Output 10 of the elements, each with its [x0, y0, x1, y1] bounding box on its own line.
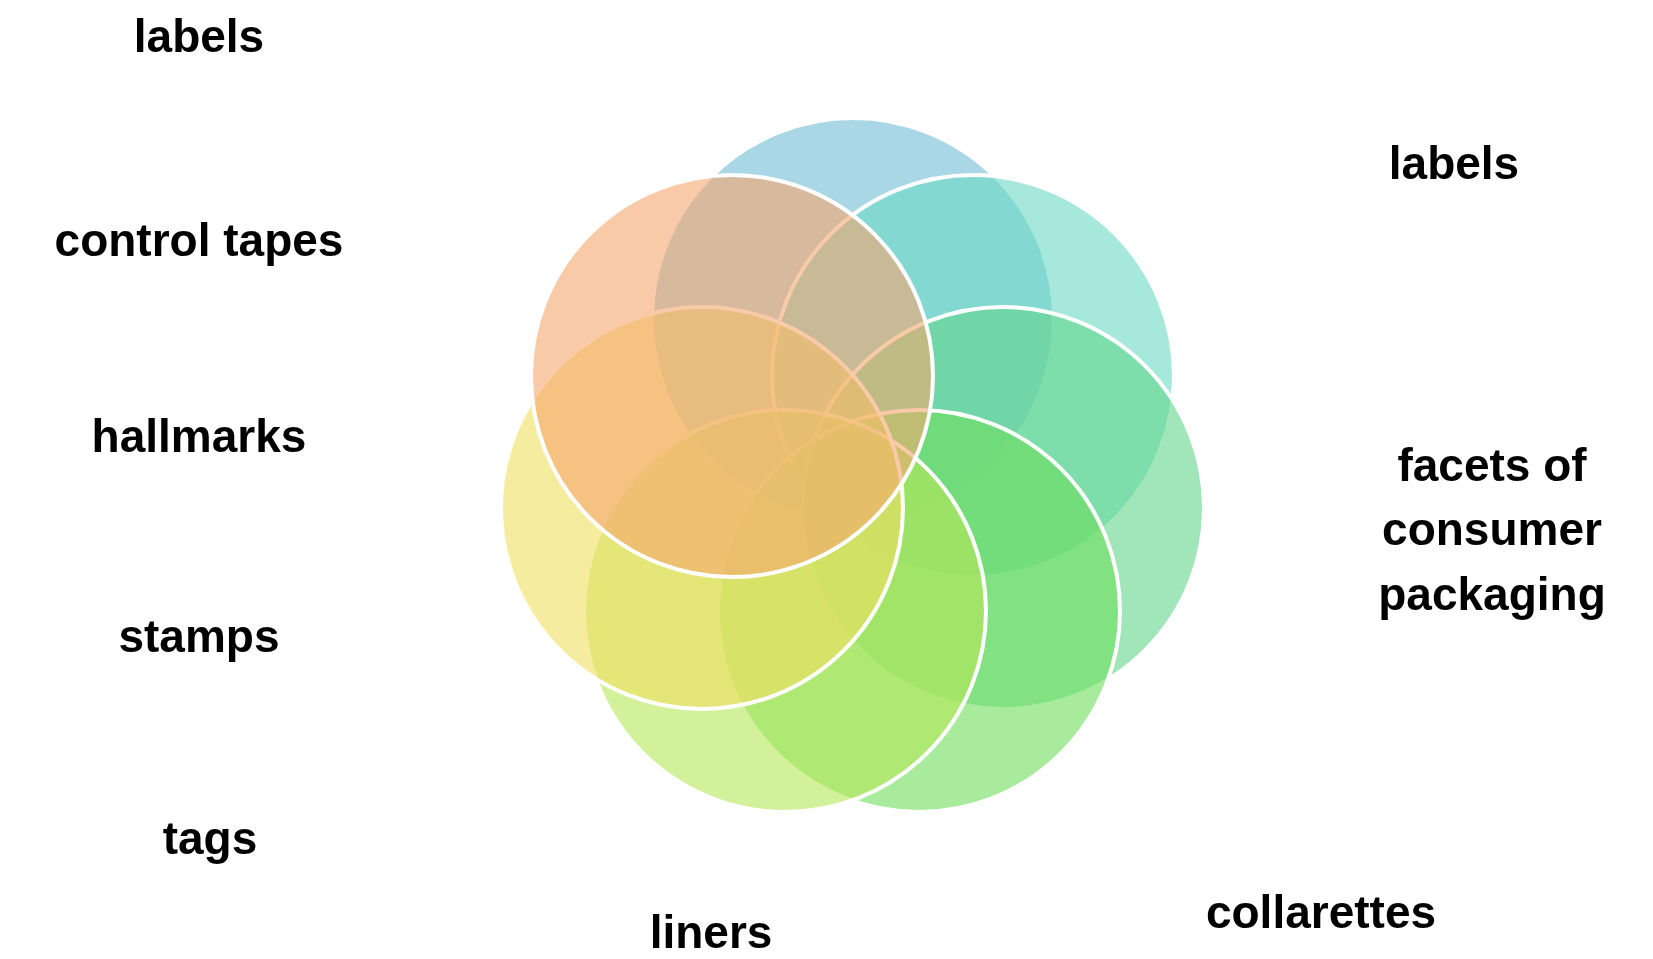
category-label: tags [162, 810, 258, 866]
category-label: labels [1388, 135, 1520, 191]
category-label: stamps [118, 608, 280, 664]
category-label: hallmarks [91, 408, 307, 464]
category-label: facets of consumer packaging [1377, 438, 1607, 623]
category-label: liners [649, 904, 773, 959]
category-label: labels [133, 8, 265, 64]
category-label: collarettes [1205, 884, 1437, 940]
venn-circle [529, 173, 935, 579]
category-label: control tapes [54, 212, 344, 268]
